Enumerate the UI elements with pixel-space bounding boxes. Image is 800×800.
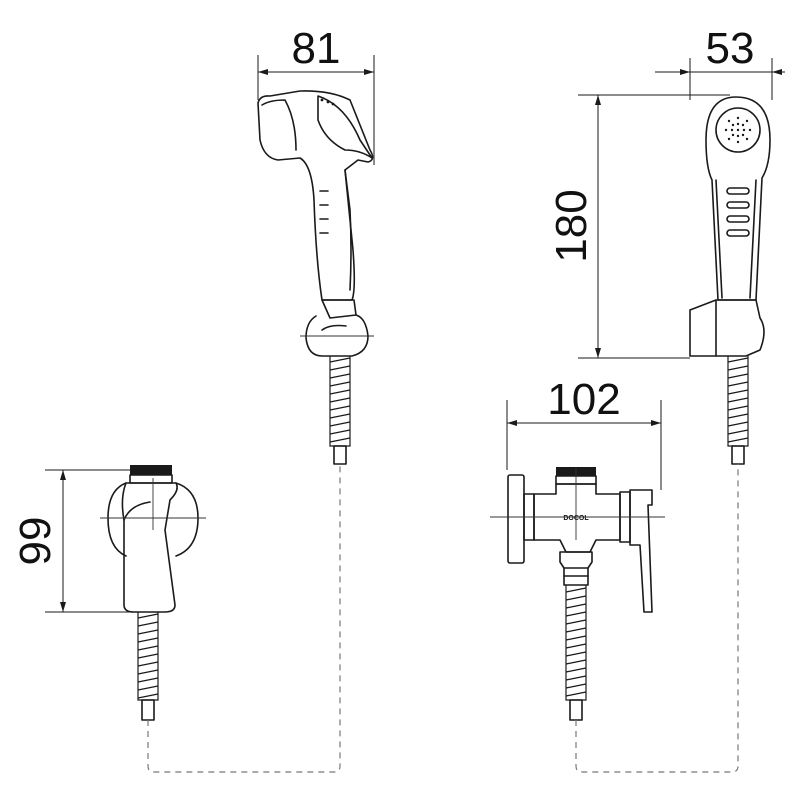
nozzle-dots xyxy=(320,98,335,106)
spray-face xyxy=(715,107,761,153)
trigger-slots xyxy=(726,187,750,237)
handshower-front-view xyxy=(689,96,771,465)
hose-coil-lower-right xyxy=(565,587,587,697)
spray-nozzles xyxy=(724,116,752,144)
hose-coil-upper-left xyxy=(329,357,351,443)
hose-continuation-right xyxy=(575,464,739,773)
hose-continuation-left xyxy=(147,464,341,773)
dim-label-102: 102 xyxy=(547,375,620,424)
handshower-side-view xyxy=(257,90,374,465)
dim-label-99: 99 xyxy=(11,517,60,566)
dimension-99: 99 xyxy=(11,469,140,613)
hose-coil-upper-right xyxy=(727,357,749,443)
dim-label-53: 53 xyxy=(706,24,755,73)
hose-coil-lower-left xyxy=(137,613,159,699)
dimension-180: 180 xyxy=(547,94,730,359)
valve-front-view: DOCOL xyxy=(490,467,665,721)
dimension-53: 53 xyxy=(655,24,785,100)
hose-lower-right xyxy=(565,585,587,701)
dimension-102: 102 xyxy=(506,375,662,490)
valve-side-view xyxy=(100,465,206,721)
dim-label-81: 81 xyxy=(292,24,341,73)
dim-label-180: 180 xyxy=(547,189,596,262)
dimension-81: 81 xyxy=(257,24,375,165)
